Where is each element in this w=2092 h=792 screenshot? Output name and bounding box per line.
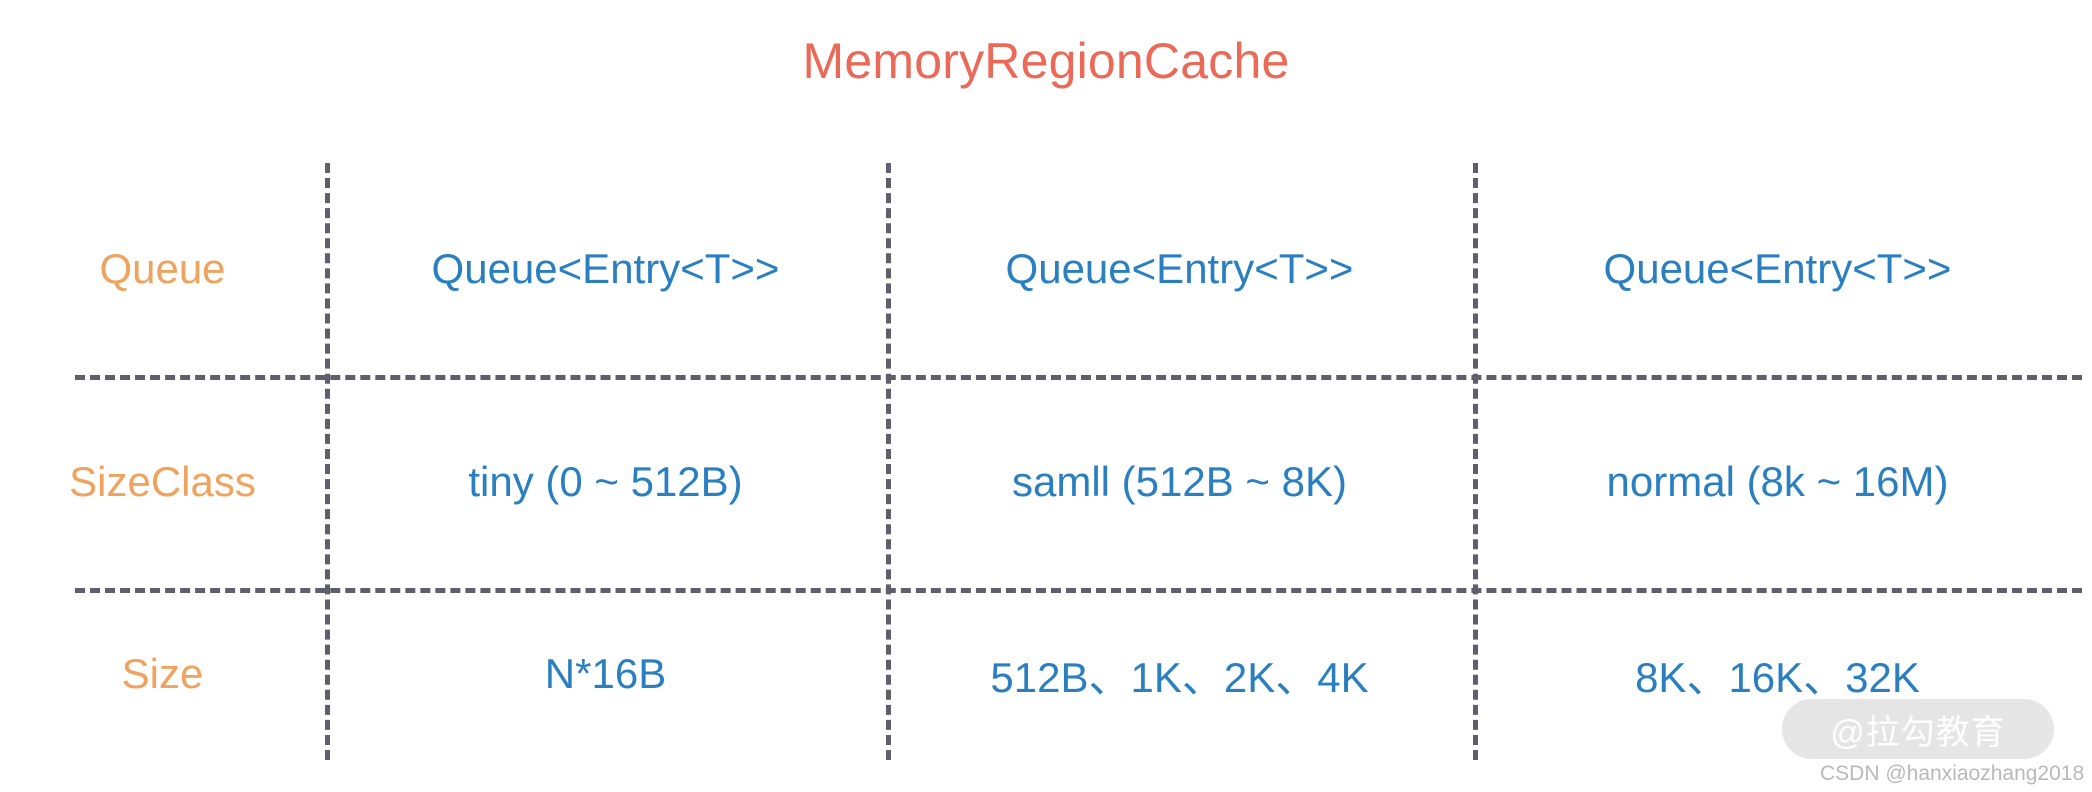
cell-queue-normal: Queue<Entry<T>>	[1603, 245, 1952, 292]
cell-size-small: 512B、1K、2K、4K	[990, 653, 1369, 701]
grid-vline-1	[325, 163, 330, 760]
grid-vline-3	[1473, 163, 1478, 760]
row-label-queue: Queue	[99, 245, 226, 292]
watermark-badge: @拉勾教育	[1782, 699, 2054, 759]
grid-hline-2	[75, 588, 2082, 593]
cell-size-normal: 8K、16K、32K	[1635, 653, 1920, 701]
cell-queue-tiny: Queue<Entry<T>>	[431, 245, 780, 292]
cell-sizeclass-small: samll (512B ~ 8K)	[1012, 457, 1347, 505]
cell-sizeclass-normal: normal (8k ~ 16M)	[1606, 457, 1949, 505]
page-title: MemoryRegionCache	[802, 33, 1290, 89]
grid-hline-1	[75, 375, 2082, 380]
row-label-sizeclass: SizeClass	[69, 457, 256, 505]
cell-queue-small: Queue<Entry<T>>	[1005, 245, 1354, 292]
cell-sizeclass-tiny: tiny (0 ~ 512B)	[468, 457, 743, 505]
grid-vline-2	[886, 163, 891, 760]
cell-size-tiny: N*16B	[544, 650, 667, 697]
watermark-credit: CSDN @hanxiaozhang2018	[1820, 762, 2085, 785]
row-label-size: Size	[121, 650, 204, 697]
